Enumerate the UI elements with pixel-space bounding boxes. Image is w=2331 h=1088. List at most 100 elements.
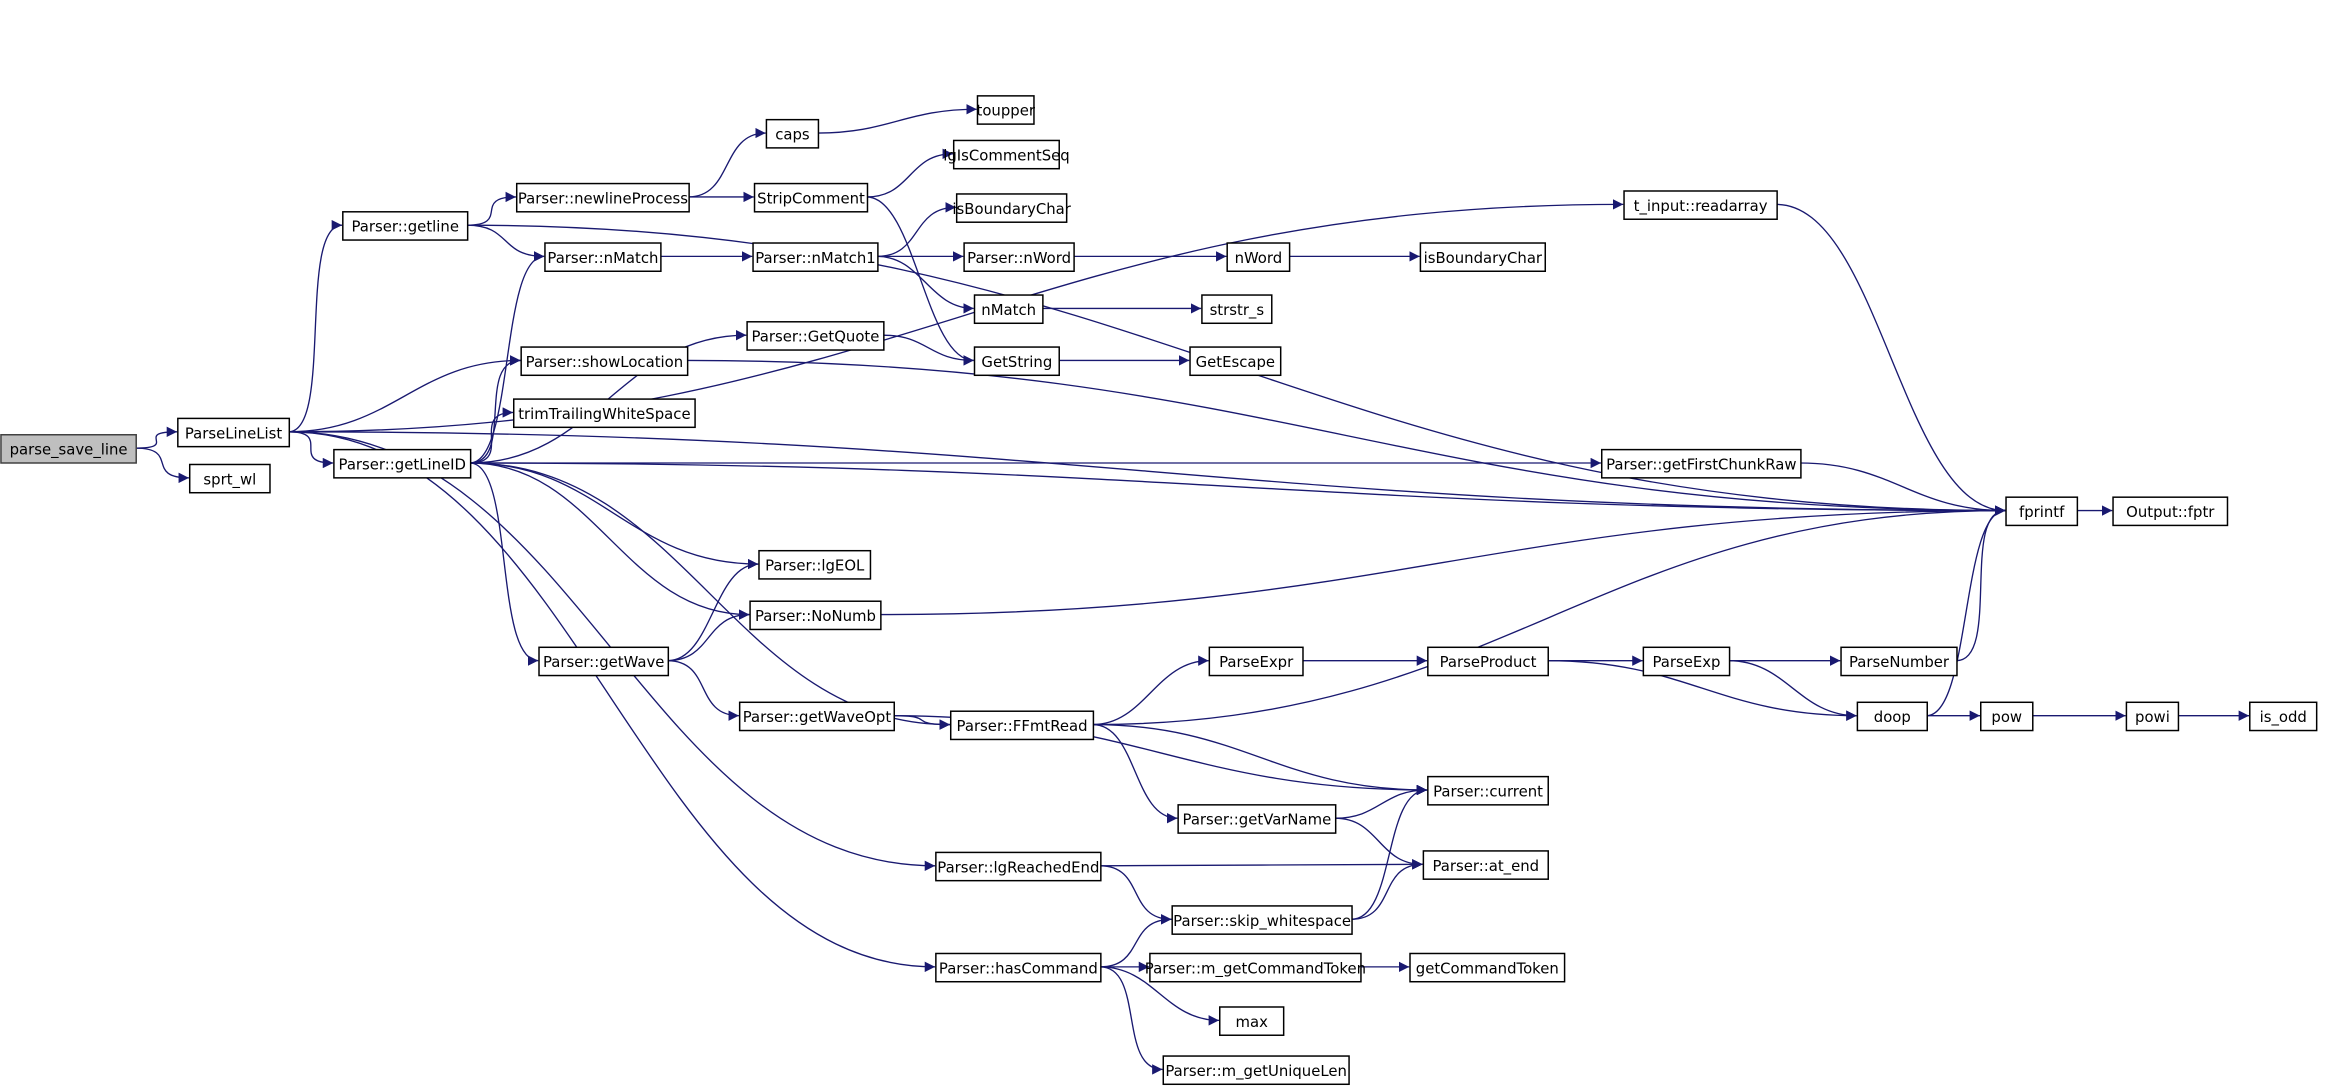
node-isBoundaryChar1[interactable]: isBoundaryChar (952, 193, 1072, 223)
node-hasCommand[interactable]: Parser::hasCommand (935, 952, 1102, 983)
node-getVarName[interactable]: Parser::getVarName (1177, 804, 1337, 834)
node-ParseNumber[interactable]: ParseNumber (1840, 646, 1958, 677)
node-label: Parser::GetQuote (752, 328, 880, 346)
node-doop[interactable]: doop (1856, 701, 1928, 732)
node-GetString[interactable]: GetString (973, 346, 1060, 377)
edge-GetQuote-to-GetString (883, 334, 974, 366)
node-ParseExp[interactable]: ParseExp (1642, 646, 1731, 677)
edge-StripComment-to-GetString (866, 196, 974, 366)
node-pnMatch[interactable]: Parser::nMatch (544, 242, 662, 273)
edge-getLineID-to-NoNumb (469, 462, 750, 620)
node-lgIsCommentSeq[interactable]: lgIsCommentSeq (943, 139, 1070, 170)
node-box (1177, 804, 1337, 834)
edge-FFmtRead-to-ParseExpr (1092, 655, 1209, 726)
node-lgReachedEnd[interactable]: Parser::lgReachedEnd (935, 851, 1102, 882)
edge-ParseLineList-to-getLineID (288, 431, 334, 469)
node-GetQuote[interactable]: Parser::GetQuote (746, 321, 885, 351)
node-box (1149, 952, 1362, 983)
node-label: toupper (976, 102, 1035, 120)
node-label: ParseExp (1652, 653, 1720, 671)
node-StripComment[interactable]: StripComment (753, 182, 869, 213)
node-label: Parser::m_getUniqueLen (1165, 1062, 1347, 1080)
node-newlineProcess[interactable]: Parser::newlineProcess (515, 182, 690, 213)
edge-hasCommand-to-m_getUniqueLen (1100, 966, 1163, 1075)
node-is_odd[interactable]: is_odd (2249, 701, 2318, 732)
node-current[interactable]: Parser::current (1427, 775, 1549, 806)
node-strstr_s[interactable]: strstr_s (1201, 294, 1273, 325)
node-ParseLineList[interactable]: ParseLineList (177, 417, 291, 448)
node-label: Parser::nMatch (547, 249, 658, 267)
node-label: pow (1991, 708, 2022, 726)
node-m_getCommandToken[interactable]: Parser::m_getCommandToken (1145, 952, 1366, 983)
node-GetEscape[interactable]: GetEscape (1189, 346, 1282, 377)
node-readarray[interactable]: t_input::readarray (1623, 190, 1778, 220)
node-box (738, 701, 895, 732)
node-sprt_wl[interactable]: sprt_wl (188, 463, 271, 494)
node-label: trimTrailingWhiteSpace (518, 405, 690, 423)
node-getCommandToken[interactable]: getCommandToken (1409, 952, 1566, 983)
edge-StripComment-to-lgIsCommentSeq (866, 148, 953, 198)
node-getFirstChunkRaw[interactable]: Parser::getFirstChunkRaw (1600, 448, 1802, 479)
node-trimTrailingWhiteSpace[interactable]: trimTrailingWhiteSpace (512, 398, 696, 429)
node-box (973, 294, 1044, 325)
node-toupper[interactable]: toupper (976, 95, 1036, 125)
node-lgEOL[interactable]: Parser::lgEOL (758, 549, 872, 580)
node-nMatch1[interactable]: Parser::nMatch1 (752, 242, 879, 273)
edge-parse_save_line-to-ParseLineList (135, 426, 178, 449)
node-pnWord[interactable]: Parser::nWord (963, 242, 1075, 273)
node-label: fprintf (2019, 503, 2065, 521)
node-getLineID[interactable]: Parser::getLineID (333, 448, 472, 479)
node-box (1856, 701, 1928, 732)
node-caps[interactable]: caps (765, 118, 820, 149)
node-label: Parser::current (1433, 782, 1543, 800)
node-nWord[interactable]: nWord (1226, 242, 1291, 273)
node-box (746, 321, 885, 351)
edge-getline-to-pnMatch (466, 224, 545, 262)
node-isBoundaryChar2[interactable]: isBoundaryChar (1419, 242, 1547, 273)
edge-ParseLineList-to-showLocation (288, 355, 521, 433)
edges-layer (135, 104, 2250, 1075)
node-showLocation[interactable]: Parser::showLocation (520, 346, 689, 377)
node-powi[interactable]: powi (2125, 701, 2180, 732)
node-ParseProduct[interactable]: ParseProduct (1427, 646, 1549, 677)
node-label: Parser::getVarName (1183, 811, 1332, 829)
node-ParseExpr[interactable]: ParseExpr (1208, 646, 1304, 677)
node-box (1419, 242, 1547, 273)
node-max[interactable]: max (1219, 1006, 1285, 1036)
edge-hasCommand-to-max (1100, 966, 1220, 1026)
node-getline[interactable]: Parser::getline (342, 211, 469, 241)
node-label: isBoundaryChar (952, 200, 1071, 218)
node-label: Parser::showLocation (526, 353, 684, 371)
node-skip_whitespace[interactable]: Parser::skip_whitespace (1171, 905, 1353, 935)
node-pow[interactable]: pow (1980, 701, 2034, 732)
node-nMatch[interactable]: nMatch (973, 294, 1044, 325)
node-box (963, 242, 1075, 273)
node-box (1623, 190, 1778, 220)
node-box (1422, 850, 1549, 880)
node-NoNumb[interactable]: Parser::NoNumb (749, 600, 882, 631)
node-box (1201, 294, 1273, 325)
node-label: nMatch (981, 301, 1036, 319)
node-box (333, 448, 472, 479)
node-parse_save_line[interactable]: parse_save_line (0, 434, 137, 464)
node-box (1427, 775, 1549, 806)
node-getWave[interactable]: Parser::getWave (538, 646, 670, 677)
node-box (512, 398, 696, 429)
node-m_getUniqueLen[interactable]: Parser::m_getUniqueLen (1162, 1055, 1350, 1086)
node-getWaveOpt[interactable]: Parser::getWaveOpt (738, 701, 895, 732)
node-at_end[interactable]: Parser::at_end (1422, 850, 1549, 880)
node-fptr[interactable]: Output::fptr (2112, 496, 2229, 527)
node-label: Parser::nWord (967, 249, 1071, 267)
node-box (2125, 701, 2180, 732)
node-box (342, 211, 469, 241)
node-label: Parser::newlineProcess (518, 189, 688, 207)
edge-getVarName-to-at_end (1334, 817, 1423, 870)
node-fprintf[interactable]: fprintf (2005, 496, 2079, 527)
node-box (752, 242, 879, 273)
edge-getline-to-newlineProcess (466, 191, 516, 226)
node-label: Parser::at_end (1433, 857, 1540, 875)
node-label: parse_save_line (10, 441, 128, 459)
node-FFmtRead[interactable]: Parser::FFmtRead (949, 710, 1095, 741)
edge-doop-to-fprintf (1926, 505, 2006, 717)
node-label: Parser::hasCommand (939, 959, 1098, 977)
